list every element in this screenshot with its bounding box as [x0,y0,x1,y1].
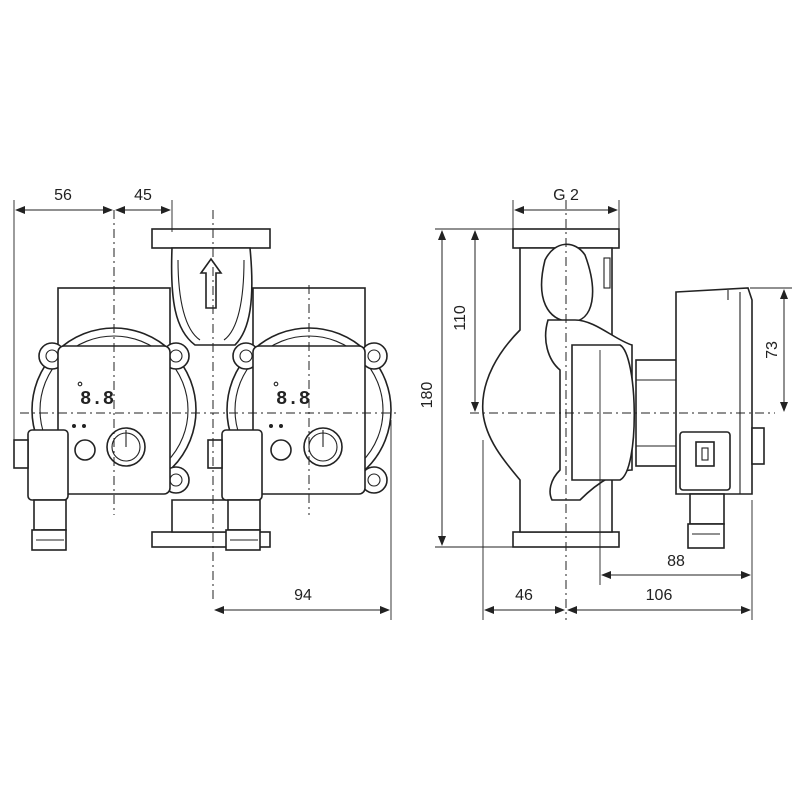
dim-label-180: 180 [419,382,436,409]
dim-label-45: 45 [134,187,152,204]
dimension-180: 180 [419,228,513,548]
left-pump-head: 8.8 [13,287,197,551]
right-led-indicator-icon [269,424,273,428]
dim-label-46: 46 [515,587,533,604]
side-view: G 2 180 110 73 88 [419,187,792,620]
dimension-110: 110 [452,230,479,412]
right-speed-knob[interactable] [303,427,343,467]
dimension-73: 73 [750,287,792,412]
right-led-indicator-icon [279,424,283,428]
flow-direction-arrow-icon [199,257,223,309]
dimension-g2: G 2 [512,187,620,232]
dimension-45: 45 [115,187,171,214]
right-display-readout: 8.8 [276,388,310,410]
side-electronics-box [675,287,765,549]
front-view: 8.8 [13,187,400,620]
dimension-94: 94 [214,420,392,620]
left-mode-button[interactable] [74,439,96,461]
dim-label-73: 73 [764,341,781,359]
right-mode-button[interactable] [270,439,292,461]
left-led-indicator-icon [72,424,76,428]
dim-label-94: 94 [294,587,312,604]
dim-label-g2: G 2 [553,187,579,204]
left-speed-knob[interactable] [106,427,146,467]
left-led-indicator-icon [82,424,86,428]
dim-label-88: 88 [667,553,685,570]
dim-label-110: 110 [452,305,469,331]
dimension-46: 46 [482,440,565,620]
dim-label-106: 106 [646,587,673,604]
left-display-readout: 8.8 [80,388,114,410]
dimension-88: 88 [599,350,753,620]
dimension-106: 106 [567,587,751,614]
dimension-56: 56 [13,187,173,440]
dim-label-56: 56 [54,187,72,204]
